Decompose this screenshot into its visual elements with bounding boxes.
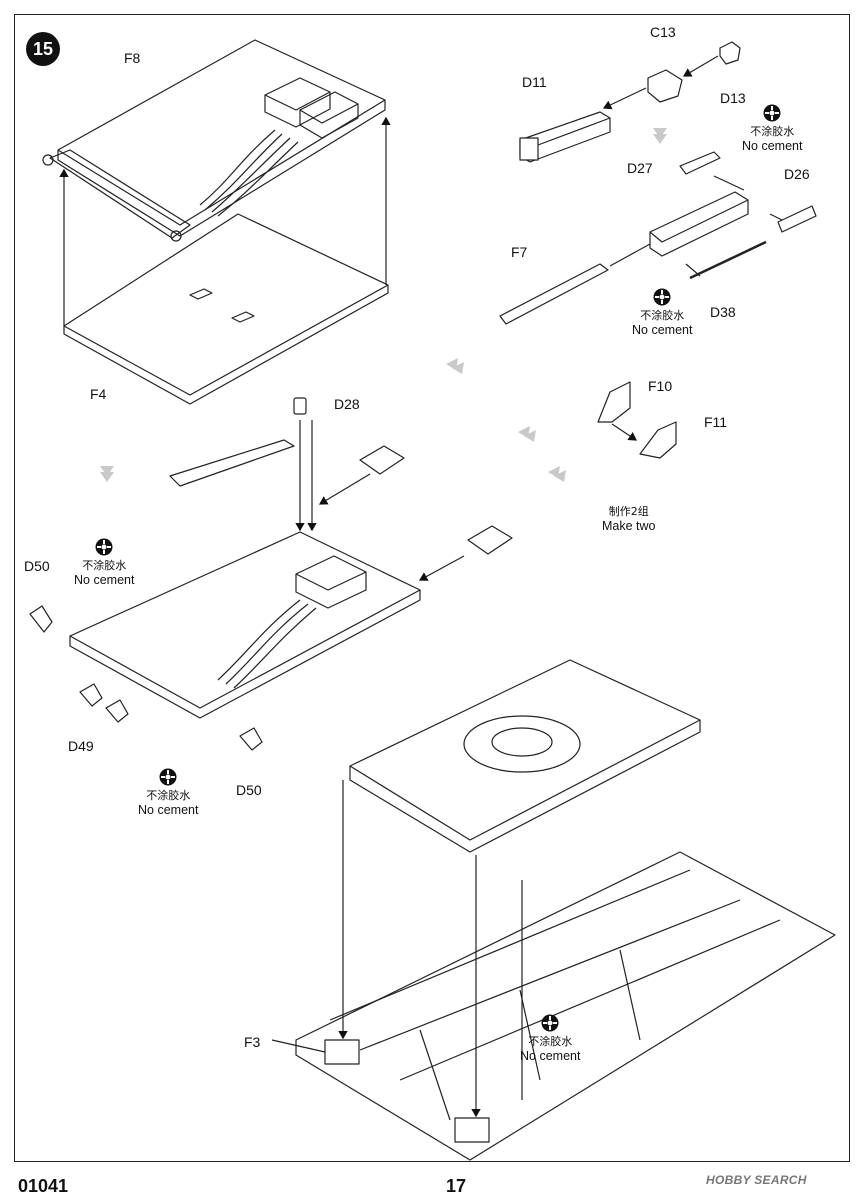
no-cement-icon — [541, 1014, 559, 1032]
no-cement-note-left: 不涂胶水 No cement — [74, 538, 134, 588]
part-d38-drawing — [689, 240, 767, 280]
label-f4: F4 — [90, 386, 107, 402]
no-cement-note-hull: 不涂胶水 No cement — [520, 1014, 580, 1064]
page-frame — [14, 14, 850, 1162]
no-cement-note-bottom-left: 不涂胶水 No cement — [138, 768, 198, 818]
label-f10: F10 — [648, 378, 673, 394]
label-d11: D11 — [522, 74, 547, 90]
label-f3: F3 — [244, 1034, 261, 1050]
part-d27-drawing — [679, 151, 721, 175]
no-cement-note-top-right: 不涂胶水 No cement — [742, 104, 802, 154]
label-d27: D27 — [627, 160, 653, 176]
no-cement-note-f7: 不涂胶水 No cement — [632, 288, 692, 338]
label-d38: D38 — [710, 304, 736, 320]
no-cement-icon — [763, 104, 781, 122]
label-d13: D13 — [720, 90, 746, 106]
product-code: 01041 — [18, 1176, 69, 1196]
no-cement-icon — [159, 768, 177, 786]
step-number: 15 — [26, 32, 60, 66]
part-f11-drawing — [639, 421, 677, 459]
label-f8: F8 — [124, 50, 141, 66]
label-f11: F11 — [704, 414, 728, 430]
page-number: 17 — [446, 1176, 467, 1196]
label-d50-right: D50 — [236, 782, 262, 798]
label-c13: C13 — [650, 24, 676, 40]
part-f4-drawing — [63, 213, 389, 405]
label-d26: D26 — [784, 166, 810, 182]
label-f7: F7 — [511, 244, 528, 260]
part-c13-drawing — [647, 69, 683, 103]
watermark: HOBBY SEARCH — [706, 1173, 807, 1187]
hull-assembly-drawing — [295, 659, 836, 1161]
part-f8-drawing — [42, 39, 386, 242]
part-d13-drawing — [719, 41, 741, 65]
middle-assembly-drawing — [29, 439, 513, 751]
part-f10-drawing — [597, 381, 631, 423]
no-cement-icon — [95, 538, 113, 556]
part-d26-drawing — [777, 205, 817, 233]
no-cement-icon — [653, 288, 671, 306]
part-f7-drawing — [499, 263, 609, 325]
assembly-arrow-icon — [100, 128, 667, 482]
part-d11-drawing — [519, 111, 611, 163]
make-two-note: 制作2组 Make two — [602, 505, 656, 533]
label-d28: D28 — [334, 396, 360, 412]
part-d28-drawing — [293, 397, 307, 415]
label-d49: D49 — [68, 738, 94, 754]
cylinder-assembly-drawing — [649, 191, 749, 257]
label-d50-left: D50 — [24, 558, 50, 574]
